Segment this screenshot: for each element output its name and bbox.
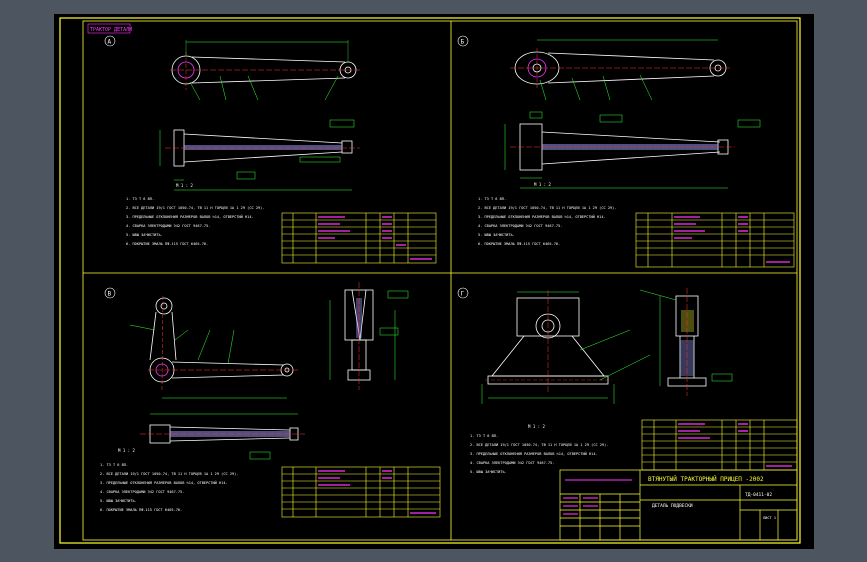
frame-title-box [87,23,131,34]
view-a-note-6: 6. ПОКРЫТИЕ ЭМАЛЬ ПФ-115 ГОСТ 6465-76. [126,242,208,246]
view-b-note-1: 1. ТЗ Т 6 ВП. [478,197,506,201]
frame-title: ТРАКТОР ДЕТАЛИ [90,27,132,33]
view-c-mark-circle [104,287,116,299]
view-b-mark: Б [461,39,465,46]
view-b-parts-table [635,212,795,268]
view-c-note-4: 4. СВАРКА ЭЛЕКТРОДАМИ Э42 ГОСТ 9467-75. [100,490,184,494]
view-a-note-5: 5. ШВЫ ЗАЧИСТИТЬ. [126,233,163,237]
view-b-note-5: 5. ШВЫ ЗАЧИСТИТЬ. [478,233,515,237]
view-a-note-3: 3. ПРЕДЕЛЬНЫЕ ОТКЛОНЕНИЯ РАЗМЕРОВ ВАЛОВ … [126,214,254,219]
view-a-scale: M 1 : 2 [176,183,193,188]
title-block-code: ТД-0411-02 [745,492,772,498]
view-b: Б [457,35,795,268]
view-d-note-3: 3. ПРЕДЕЛЬНЫЕ ОТКЛОНЕНИЯ РАЗМЕРОВ ВАЛОВ … [470,451,598,456]
view-b-note-6: 6. ПОКРЫТИЕ ЭМАЛЬ ПФ-115 ГОСТ 6465-76. [478,242,560,246]
model-space [54,14,814,549]
view-a-note-2: 2. ВСЕ ДЕТАЛИ 19/1 ГОСТ 1050-74, ТВ 11 Н… [126,206,264,210]
view-a-note-4: 4. СВАРКА ЭЛЕКТРОДАМИ Э42 ГОСТ 9467-75. [126,224,210,228]
view-d-parts-table [641,419,798,471]
view-a-note-1: 1. ТЗ Т 6 ВП. [126,197,154,201]
view-b-mark-circle [457,35,469,47]
title-block-main: ВТЯНУТЫЙ ТРАКТОРНЫЙ ПРИЦЕП -2002 [648,476,764,483]
view-d-note-1: 1. ТЗ Т 6 ВП. [470,434,498,438]
view-d: Г 1. ТЗ Т 6 ВП. 2. ВСЕ Д [457,287,798,474]
title-block-sub: ДЕТАЛЬ ПОДВЕСКИ [652,503,693,509]
view-d-note-4: 4. СВАРКА ЭЛЕКТРОДАМИ Э42 ГОСТ 9467-75. [470,461,554,465]
view-a: A [104,35,437,264]
view-c-note-1: 1. ТЗ Т 6 ВП. [100,463,128,467]
view-b-scale: M 1 : 2 [534,182,551,187]
view-c-parts-table [281,466,441,518]
view-c-scale: M 1 : 2 [118,448,135,453]
view-b-note-2: 2. ВСЕ ДЕТАЛИ 19/1 ГОСТ 1050-74, ТВ 11 Н… [478,206,616,210]
view-d-mark-circle [457,287,469,299]
view-c-mark: В [108,291,112,298]
view-c-note-2: 2. ВСЕ ДЕТАЛИ 19/1 ГОСТ 1050-74, ТВ 11 Н… [100,472,238,476]
view-a-mark-circle [104,35,116,47]
view-c-note-5: 5. ШВЫ ЗАЧИСТИТЬ. [100,499,137,503]
title-block-sheet: ЛИСТ 1 [763,516,776,520]
view-b-note-3: 3. ПРЕДЕЛЬНЫЕ ОТКЛОНЕНИЯ РАЗМЕРОВ ВАЛОВ … [478,214,606,219]
inner-frame [82,20,798,541]
title-block: ВТЯНУТЫЙ ТРАКТОРНЫЙ ПРИЦЕП -2002 ДЕТАЛЬ … [559,469,798,541]
view-d-note-2: 2. ВСЕ ДЕТАЛИ 19/1 ГОСТ 1050-74, ТВ 11 Н… [470,443,608,447]
view-c-note-6: 6. ПОКРЫТИЕ ЭМАЛЬ ПФ-115 ГОСТ 6465-76. [100,508,182,512]
view-d-note-5: 5. ШВЫ ЗАЧИСТИТЬ. [470,470,507,474]
view-c: В [100,282,441,518]
view-d-scale: M 1 : 2 [528,424,545,429]
outer-frame [59,17,801,544]
view-a-parts-table [281,212,437,264]
view-b-note-4: 4. СВАРКА ЭЛЕКТРОДАМИ Э42 ГОСТ 9467-75. [478,224,562,228]
view-a-mark: A [108,39,112,46]
view-d-mark: Г [461,291,465,298]
view-c-note-3: 3. ПРЕДЕЛЬНЫЕ ОТКЛОНЕНИЯ РАЗМЕРОВ ВАЛОВ … [100,480,228,485]
